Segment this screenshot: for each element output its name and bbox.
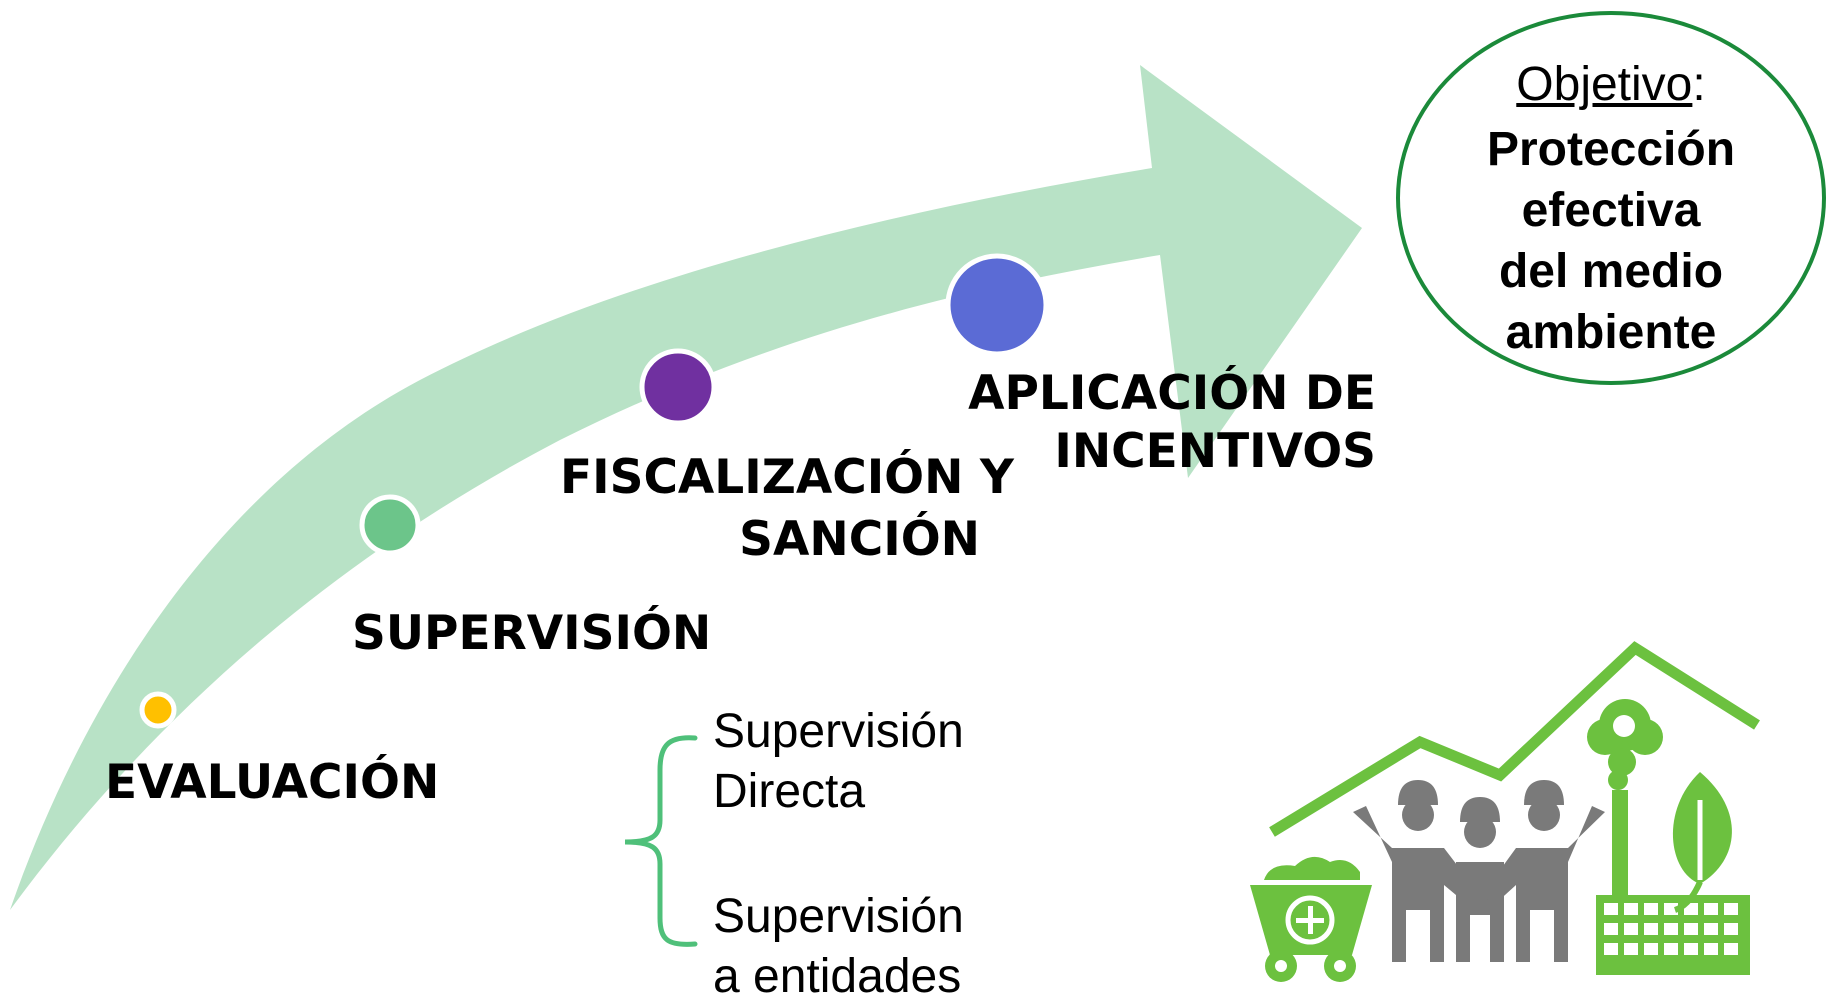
factory-icon (1587, 699, 1750, 975)
mountain-outline (1269, 641, 1760, 837)
evaluacion-dot (139, 691, 177, 729)
aplicacion-dot (945, 253, 1049, 357)
curly-brace-shape (624, 735, 698, 947)
objective-heading-colon: : (1692, 58, 1706, 111)
stage-label-supervision: SUPERVISIÓN (352, 606, 712, 661)
workers-icon (1353, 780, 1605, 962)
objective-heading: Objetivo: (1400, 57, 1822, 113)
stage-label-fiscalizacion: FISCALIZACIÓN Y SANCIÓN (560, 447, 1014, 571)
objective-line-2: efectiva (1521, 184, 1701, 237)
fiscalizacion-dot (639, 348, 717, 426)
objective-line-1: Protección (1486, 123, 1736, 176)
objective-line-4: ambiente (1505, 306, 1717, 359)
stage-label-fiscalizacion-line-2: SANCIÓN (739, 512, 980, 567)
supervision-type-entidades: Supervisión a entidades (713, 887, 964, 999)
objective-circle: Objetivo: Protección efectiva del medio … (1396, 11, 1826, 385)
mining-cart-icon (1250, 856, 1372, 982)
supervision-type-directa-line-1: Supervisión (713, 705, 964, 758)
leaf-icon (1672, 772, 1732, 913)
supervision-dot (359, 494, 421, 556)
supervision-type-entidades-line-1: Supervisión (713, 890, 964, 943)
stage-label-aplicacion-line-1: APLICACIÓN DE (968, 366, 1376, 421)
supervision-type-directa: Supervisión Directa (713, 702, 964, 822)
stage-label-evaluacion: EVALUACIÓN (105, 755, 440, 810)
objective-heading-word: Objetivo (1516, 58, 1693, 111)
stage-label-fiscalizacion-line-1: FISCALIZACIÓN Y (560, 450, 1014, 505)
objective-text: Protección efectiva del medio ambiente (1400, 119, 1822, 363)
objective-line-3: del medio (1498, 245, 1724, 298)
supervision-type-directa-line-2: Directa (713, 765, 866, 818)
stage-label-aplicacion: APLICACIÓN DE INCENTIVOS (900, 365, 1376, 481)
supervision-type-entidades-line-2: a entidades (713, 950, 962, 999)
stage-label-aplicacion-line-2: INCENTIVOS (1054, 424, 1376, 479)
